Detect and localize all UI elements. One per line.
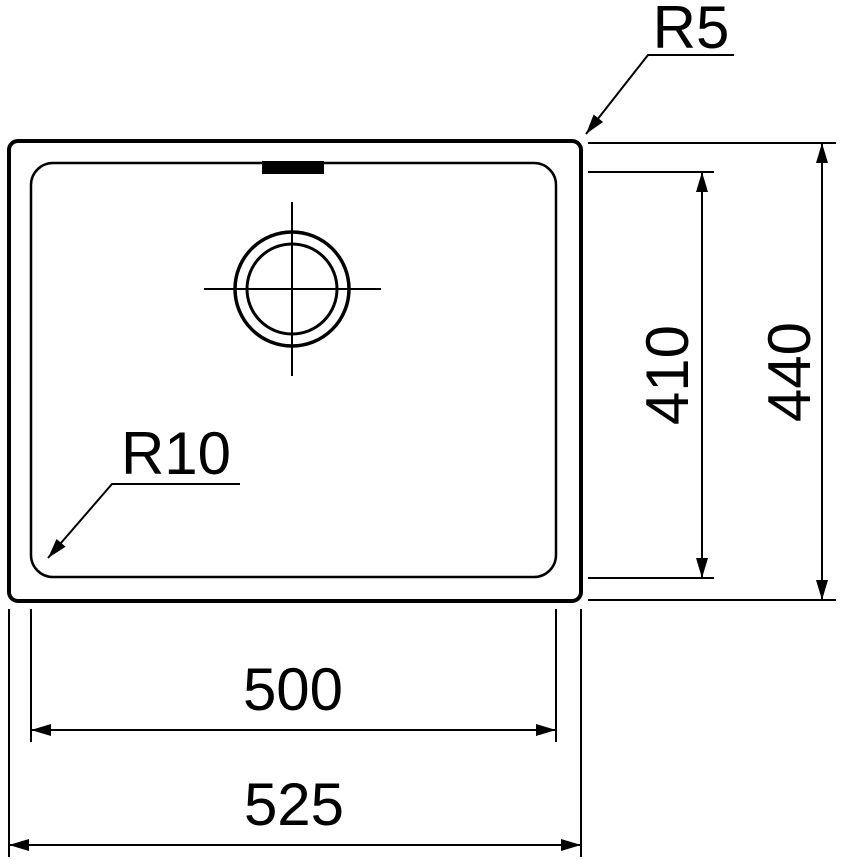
drain-outer-circle (233, 230, 351, 348)
dim-525-label: 525 (244, 771, 344, 838)
r5-label: R5 (653, 0, 730, 61)
dim-410-label: 410 (634, 325, 701, 425)
drain-inner-circle (245, 242, 339, 336)
r10-leader-line (47, 483, 240, 559)
r10-label: R10 (121, 420, 231, 487)
r5-leader-line (585, 54, 734, 135)
dim-440-label: 440 (756, 322, 823, 422)
overflow-slot (262, 161, 324, 174)
dim-500-label: 500 (243, 656, 343, 723)
sink-outer-edge (7, 139, 583, 603)
